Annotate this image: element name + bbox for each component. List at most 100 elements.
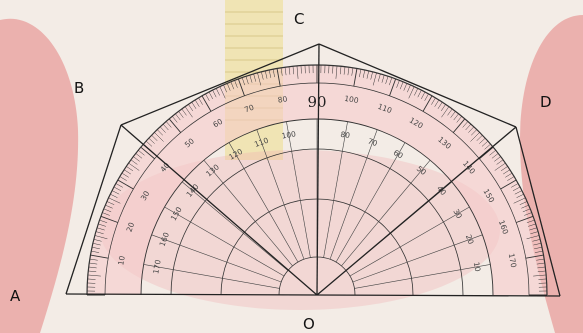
protractor-tick <box>280 67 283 76</box>
protractor-outer-number: 20 <box>125 221 137 233</box>
protractor-tick <box>87 274 101 277</box>
protractor-tick <box>265 70 268 79</box>
protractor-tick <box>126 166 134 172</box>
protractor-tick <box>440 104 446 112</box>
protractor-scale-band <box>87 65 547 295</box>
protractor-tick <box>537 270 546 273</box>
protractor-tick <box>479 137 486 144</box>
protractor-tick <box>296 65 299 79</box>
protractor-tick <box>284 67 287 76</box>
protractor-tick <box>300 65 302 74</box>
protractor-tick <box>89 258 98 261</box>
protractor-tick <box>288 66 291 75</box>
label-O: O <box>303 315 315 333</box>
protractor-inner-number: 30 <box>451 207 464 220</box>
protractor-tick <box>223 84 227 93</box>
protractor-radial-line <box>256 129 305 260</box>
protractor-tick <box>268 69 272 78</box>
protractor-tick <box>528 223 536 227</box>
protractor-tick <box>339 66 342 75</box>
protractor-tick <box>98 223 106 227</box>
protractor-radial-line <box>228 142 299 263</box>
protractor-outer-number: 60 <box>211 117 224 130</box>
protractor-tick <box>343 66 346 75</box>
protractor-tick <box>89 262 98 265</box>
protractor-tick <box>133 156 140 162</box>
protractor-tick <box>162 123 169 131</box>
protractor-tick <box>181 108 187 116</box>
protractor-tick <box>272 69 275 78</box>
protractor-radial-line <box>329 129 378 260</box>
protractor-tick <box>253 73 257 82</box>
protractor-tick <box>115 183 123 188</box>
protractor-tick <box>476 135 483 141</box>
protractor-tick <box>172 116 178 123</box>
protractor-inner-number: 60 <box>392 148 405 161</box>
protractor-tick <box>450 111 456 118</box>
line-D-end <box>515 126 561 297</box>
line-C-D <box>318 43 517 128</box>
protractor-tick <box>516 193 524 198</box>
protractor-tick <box>184 106 193 118</box>
protractor-radial-line <box>181 181 289 271</box>
protractor-radial-line <box>352 234 483 283</box>
protractor-tick <box>96 227 105 231</box>
protractor-tick <box>500 179 517 190</box>
protractor-tick <box>526 235 540 240</box>
protractor-tick <box>519 201 528 205</box>
protractor-tick <box>108 197 121 204</box>
protractor-tick <box>249 74 253 83</box>
protractor-tick <box>102 212 110 216</box>
baseline-A-O <box>65 293 318 296</box>
protractor-tick <box>347 67 350 76</box>
protractor-tick <box>105 204 113 209</box>
protractor-tick <box>525 254 544 259</box>
protractor-inner-number: 170 <box>151 259 162 275</box>
protractor-tick <box>437 101 443 109</box>
protractor-inner-number: 100 <box>281 129 297 140</box>
protractor-tick <box>417 89 422 98</box>
protractor-radial-line <box>164 206 285 277</box>
protractor-tick <box>128 162 140 171</box>
protractor-tick <box>516 215 534 223</box>
protractor-tick <box>91 246 100 250</box>
protractor-tick <box>522 208 531 213</box>
protractor-tick <box>372 72 377 86</box>
protractor-tick <box>452 118 466 133</box>
protractor-tick <box>534 246 543 250</box>
protractor-tick <box>408 86 415 99</box>
protractor-tick <box>119 176 127 181</box>
protractor-tick <box>511 183 519 188</box>
protractor-tick <box>381 74 385 83</box>
protractor-tick <box>441 106 450 118</box>
protractor-tick <box>208 91 213 100</box>
protractor-tick <box>481 140 489 147</box>
protractor-tick <box>494 156 501 162</box>
protractor-tick <box>513 197 526 204</box>
protractor-tick <box>103 208 112 213</box>
protractor-tick <box>351 67 354 76</box>
protractor-tick <box>484 143 491 150</box>
protractor-tick <box>159 126 166 133</box>
protractor-tick <box>198 97 203 105</box>
protractor-inner-number: 70 <box>367 136 379 148</box>
protractor-tick <box>399 81 404 90</box>
protractor-tick <box>534 250 543 253</box>
protractor-tick <box>165 121 172 128</box>
protractor-radial-line <box>286 121 311 258</box>
protractor-tick <box>389 77 393 86</box>
protractor-tick <box>465 123 472 131</box>
protractor-tick <box>521 204 529 209</box>
protractor-tick <box>113 186 122 191</box>
protractor-tick <box>491 153 499 159</box>
protractor-tick <box>422 95 433 112</box>
protractor-tick <box>377 73 381 82</box>
protractor-tick <box>245 76 249 84</box>
protractor-inner-number: 10 <box>472 261 483 272</box>
protractor-tick <box>514 190 523 195</box>
label-A: A <box>10 287 21 305</box>
protractor-radial-line <box>341 159 431 267</box>
protractor-tick <box>332 65 334 74</box>
protractor-tick <box>106 201 115 205</box>
